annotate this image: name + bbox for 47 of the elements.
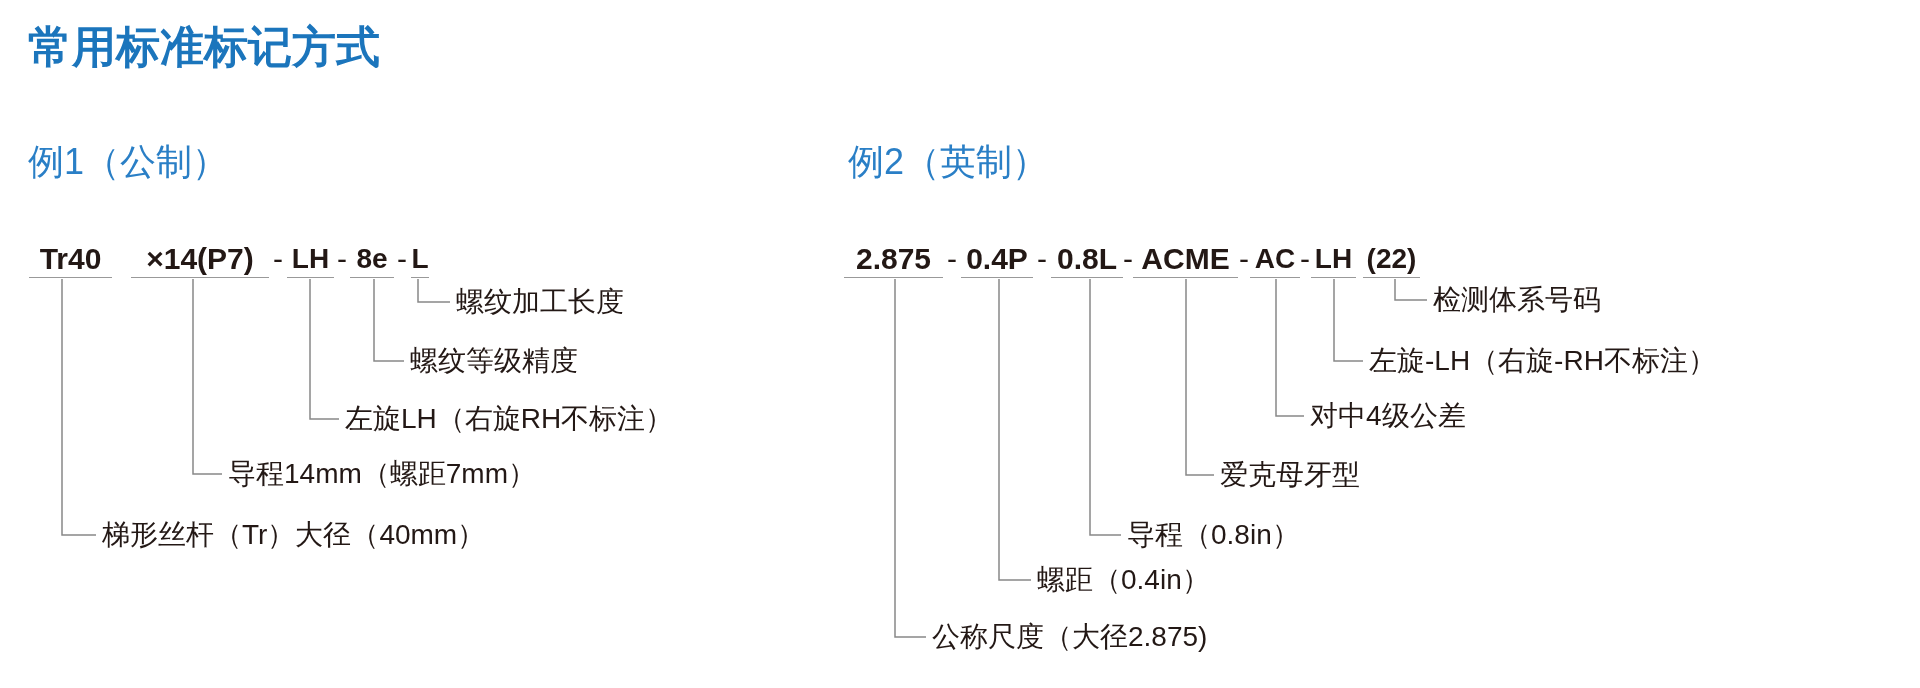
leader-line: [894, 278, 927, 638]
code-segment: Tr40: [29, 240, 112, 278]
separator-text: -: [947, 241, 957, 277]
leader-line: [373, 278, 405, 362]
code-segment: AC: [1250, 240, 1300, 278]
leader-line: [61, 278, 97, 536]
leader-line: [417, 278, 451, 303]
separator-text: -: [273, 241, 283, 277]
code-segment: (22): [1363, 240, 1420, 278]
separator-text: -: [1123, 241, 1133, 277]
code-segment: 0.4P: [961, 240, 1033, 278]
title: 常用标准标记方式: [28, 21, 380, 73]
code-segment: LH: [287, 240, 334, 278]
description-text: 爱克母牙型: [1220, 456, 1360, 494]
code-segment: ACME: [1133, 240, 1238, 278]
leader-line: [1333, 278, 1364, 362]
leader-line: [192, 278, 223, 475]
description-text: 螺纹等级精度: [410, 342, 578, 380]
code-segment: LH: [1311, 240, 1356, 278]
code-segment: 8e: [350, 240, 394, 278]
leader-line: [309, 278, 340, 420]
separator-text: -: [1037, 241, 1047, 277]
example-heading: 例2（英制）: [848, 140, 1049, 184]
code-segment: 0.8L: [1051, 240, 1123, 278]
separator-text: -: [1239, 241, 1249, 277]
leader-line: [1275, 278, 1305, 417]
description-text: 检测体系号码: [1433, 281, 1601, 319]
description-text: 公称尺度（大径2.875): [932, 618, 1208, 656]
description-text: 螺距（0.4in）: [1037, 561, 1210, 599]
leader-line: [1394, 278, 1428, 301]
description-text: 导程（0.8in）: [1127, 516, 1300, 554]
leader-line: [1089, 278, 1122, 536]
separator-text: -: [397, 241, 407, 277]
description-text: 导程14mm（螺距7mm）: [228, 455, 536, 493]
example-heading: 例1（公制）: [28, 140, 229, 184]
description-text: 螺纹加工长度: [456, 283, 624, 321]
code-segment: L: [411, 240, 429, 278]
leader-line: [998, 278, 1032, 581]
description-text: 对中4级公差: [1310, 397, 1466, 435]
description-text: 左旋LH（右旋RH不标注）: [345, 400, 674, 438]
separator-text: -: [337, 241, 347, 277]
leader-line: [1185, 278, 1215, 476]
description-text: 左旋-LH（右旋-RH不标注）: [1369, 342, 1716, 380]
code-segment: ×14(P7): [131, 240, 269, 278]
code-segment: 2.875: [844, 240, 943, 278]
separator-text: -: [1300, 241, 1310, 277]
description-text: 梯形丝杆（Tr）大径（40mm）: [102, 516, 486, 554]
